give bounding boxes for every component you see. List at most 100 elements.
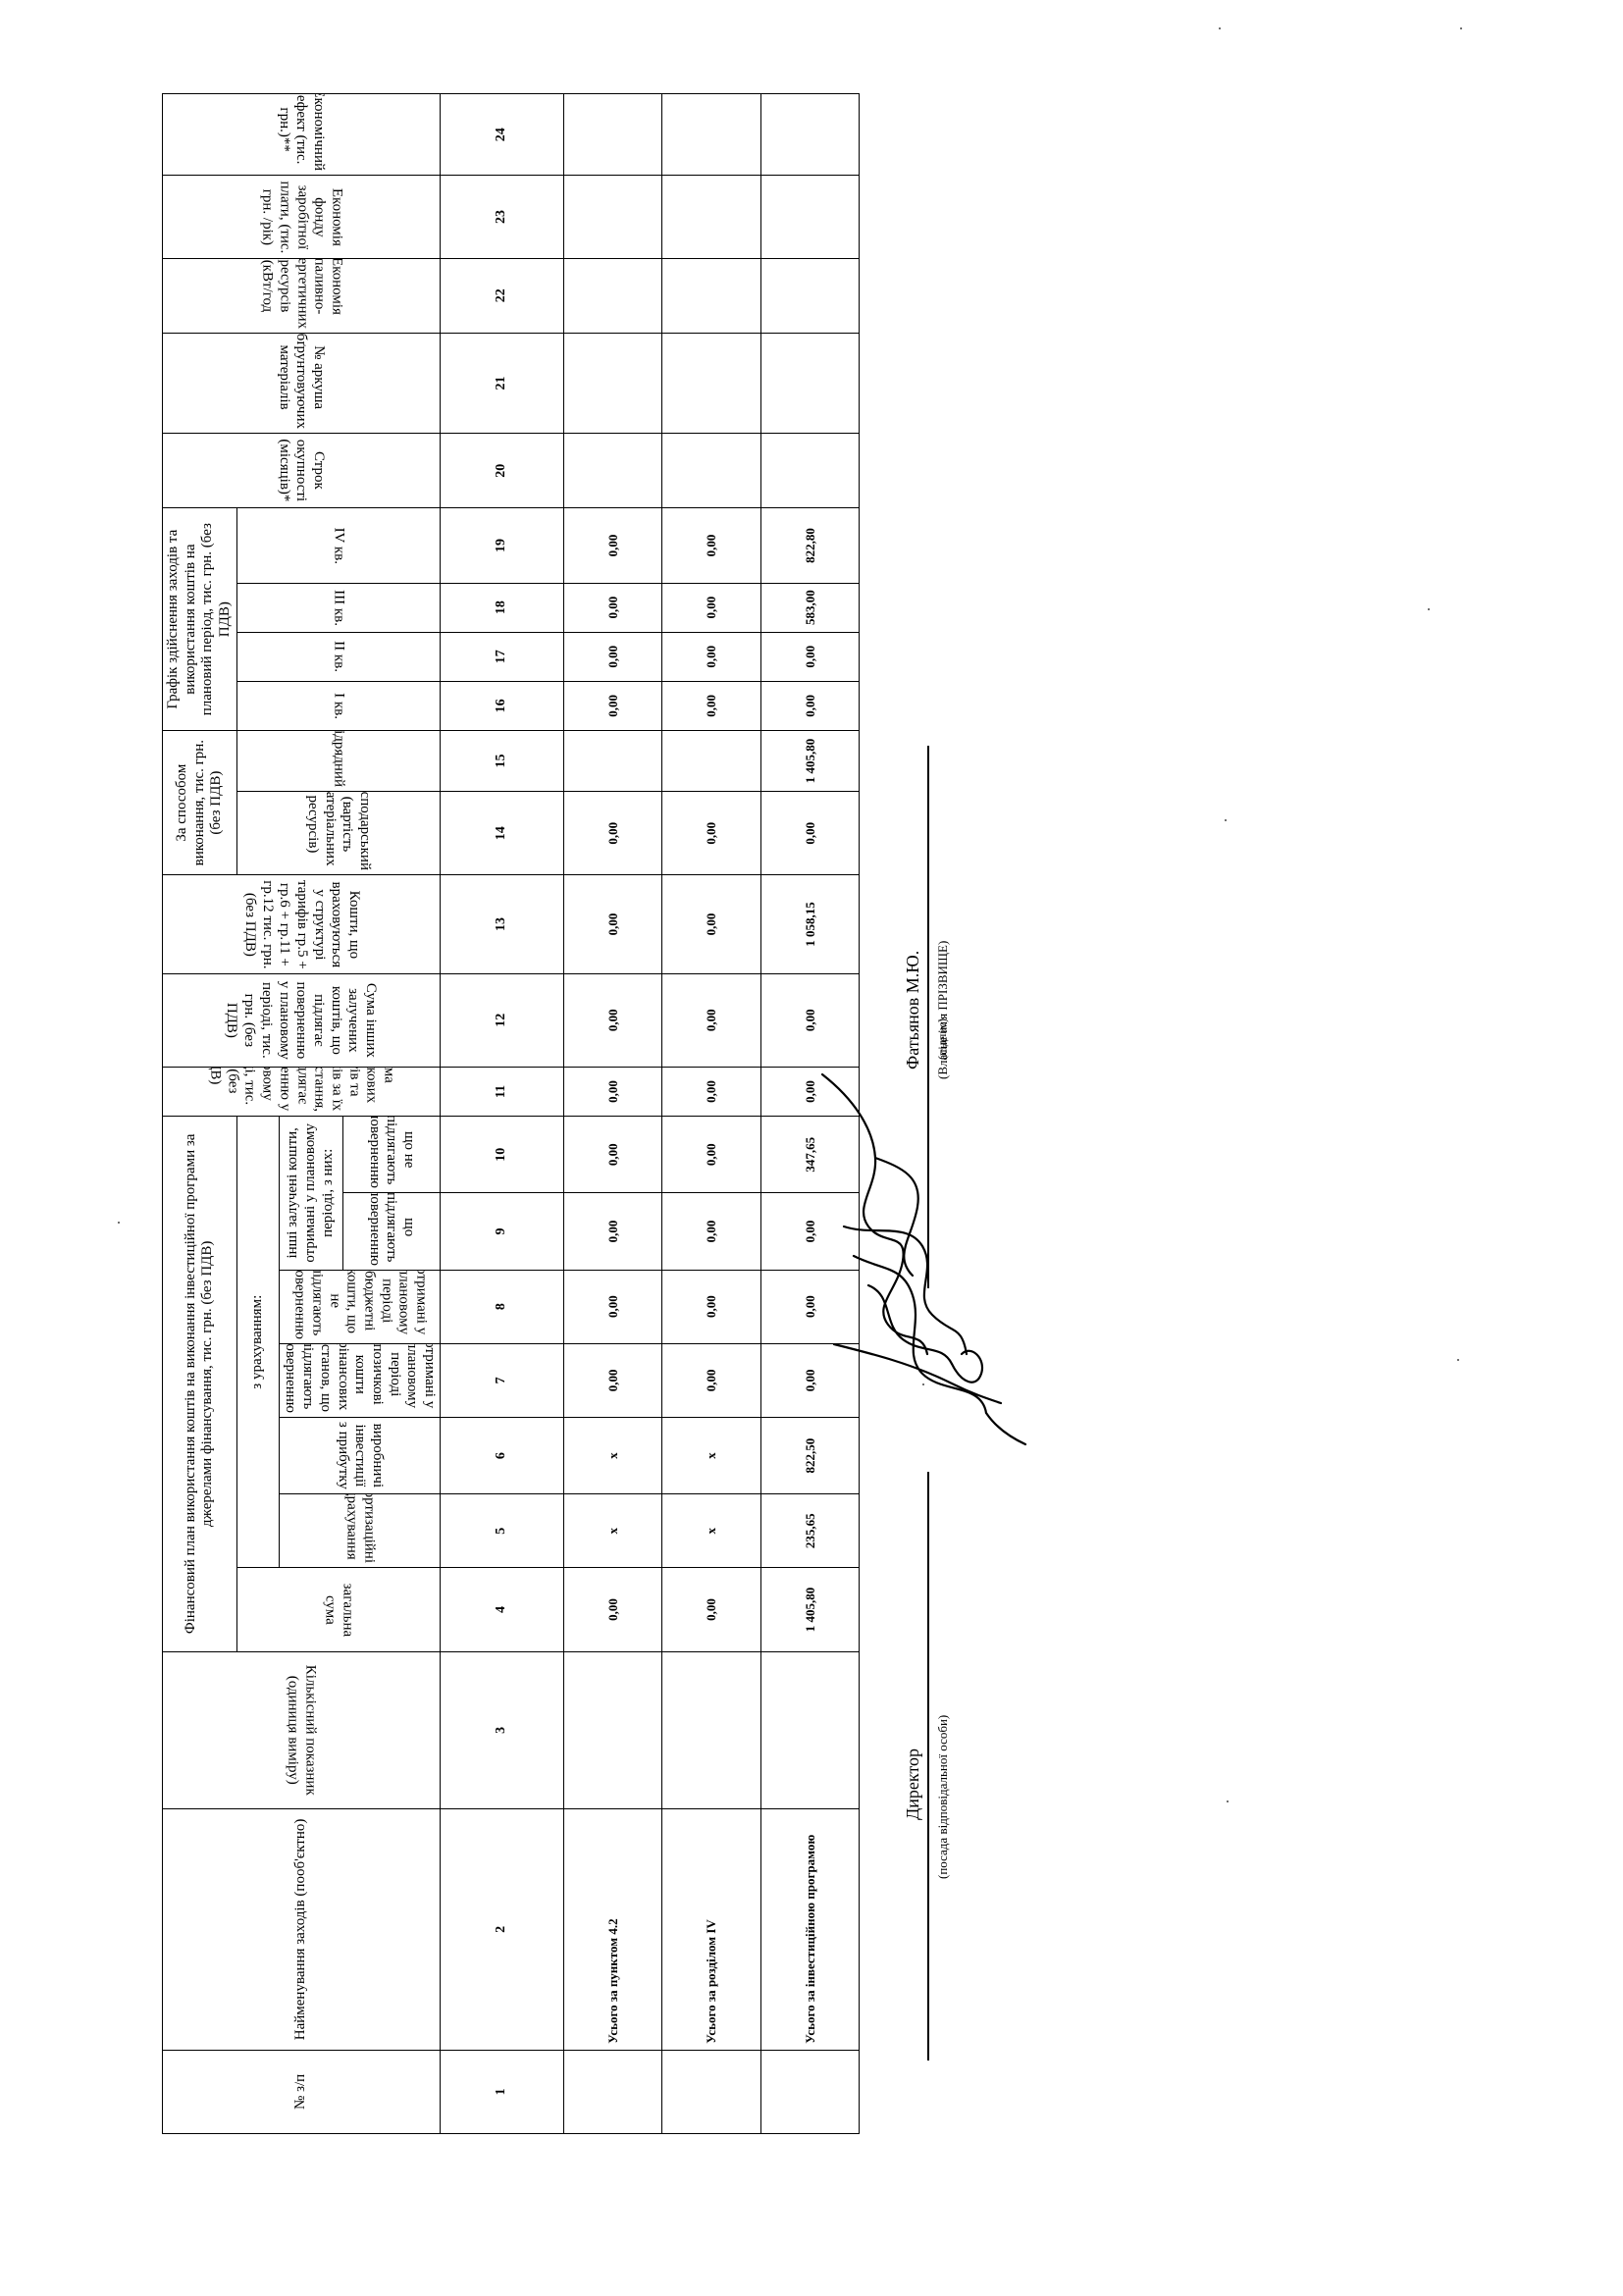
table-cell: 0,00: [661, 507, 761, 584]
column-number: 4: [440, 1567, 564, 1652]
header-loans: отримані у плановому періоді позичкові к…: [279, 1343, 441, 1418]
header-other-nonreturnable: що не підлягають поверненню: [342, 1116, 441, 1193]
table-cell: 0,00: [563, 791, 662, 875]
header-q4: IV кв.: [236, 507, 441, 584]
table-cell: 0,00: [760, 791, 860, 875]
table-cell: [760, 433, 860, 508]
table-cell: 1 405,80: [760, 1567, 860, 1652]
name-caption: (Власне ім'я ПРІЗВИЩЕ): [935, 940, 950, 1079]
header-total: загальна сума: [236, 1567, 441, 1652]
header-schedule: Графік здійснення заходів та використанн…: [162, 507, 237, 731]
header-q3: ІІІ кв.: [236, 583, 441, 633]
table-cell: 235,65: [760, 1493, 860, 1568]
header-economic-effect: Економічний ефект (тис. грн.)**: [162, 93, 441, 176]
table-cell: 0,00: [760, 973, 860, 1068]
column-number: 12: [440, 973, 564, 1068]
row-label: Усього за інвестиційною програмою: [760, 1808, 860, 2051]
scan-speck: [1460, 27, 1462, 29]
column-number: 23: [440, 175, 564, 259]
column-number: 14: [440, 791, 564, 875]
column-number: 6: [440, 1417, 564, 1494]
header-loan-sum: Сума позичкових коштів та відсотків за ї…: [162, 1067, 441, 1117]
table-cell: [661, 93, 761, 176]
row-quantity-cell: [563, 1651, 662, 1809]
table-cell: x: [563, 1493, 662, 1568]
table-cell: [661, 333, 761, 434]
table-cell: 822,80: [760, 507, 860, 584]
scan-speck: [1225, 819, 1227, 821]
column-number: 3: [440, 1651, 564, 1809]
scan-speck: [118, 1222, 120, 1224]
table-cell: 0,00: [661, 973, 761, 1068]
header-energy-saving: Економія паливно-енергетичних ресурсів (…: [162, 258, 441, 334]
table-cell: 0,00: [661, 874, 761, 974]
table-cell: 0,00: [563, 1270, 662, 1344]
table-cell: 0,00: [661, 632, 761, 682]
header-measure-name: Найменування заходів (пооб'єктно): [162, 1808, 441, 2051]
header-execution-method: За способом виконання, тис. грн. (без ПД…: [162, 730, 237, 875]
table-cell: 0,00: [563, 583, 662, 633]
column-number: 8: [440, 1270, 564, 1344]
table-cell: 0,00: [563, 1116, 662, 1193]
column-number: 10: [440, 1116, 564, 1193]
column-number: 17: [440, 632, 564, 682]
header-amortization: амортизаційні відрахування: [279, 1493, 441, 1568]
header-number: № з/п: [162, 2050, 441, 2134]
column-number: 9: [440, 1192, 564, 1271]
row-quantity-cell: [760, 1651, 860, 1809]
column-number: 16: [440, 681, 564, 731]
column-number: 1: [440, 2050, 564, 2134]
table-cell: [563, 333, 662, 434]
table-cell: 1 058,15: [760, 874, 860, 974]
column-number: 13: [440, 874, 564, 974]
table-cell: 1 405,80: [760, 730, 860, 792]
table-cell: [760, 258, 860, 334]
header-tariff: Кошти, що враховуються у структурі тариф…: [162, 874, 441, 974]
header-investments: виробничі інвестиції з прибутку: [279, 1417, 441, 1494]
table-cell: [563, 730, 662, 792]
row-label: Усього за розділом IV: [661, 1808, 761, 2051]
table-cell: 0,00: [661, 1192, 761, 1271]
header-other-funds: інші залучені кошти, отримані у плановом…: [279, 1116, 343, 1271]
table-cell: 0,00: [661, 1270, 761, 1344]
column-number: 11: [440, 1067, 564, 1117]
header-financial-plan: Фінансовий план використання коштів на в…: [162, 1116, 237, 1652]
position-label: Директор: [903, 1748, 922, 1820]
table-cell: 583,00: [760, 583, 860, 633]
table-cell: 0,00: [661, 1067, 761, 1117]
table-cell: [661, 175, 761, 259]
row-number-cell: [563, 2050, 662, 2134]
column-number: 18: [440, 583, 564, 633]
table-cell: 0,00: [563, 507, 662, 584]
header-q2: ІІ кв.: [236, 632, 441, 682]
scan-speck: [922, 1383, 924, 1385]
table-cell: 0,00: [563, 1567, 662, 1652]
scan-speck: [1219, 27, 1221, 29]
table-cell: 0,00: [661, 791, 761, 875]
table-cell: 0,00: [563, 973, 662, 1068]
table-cell: 0,00: [661, 681, 761, 731]
table-cell: 0,00: [563, 874, 662, 974]
table-cell: 0,00: [661, 583, 761, 633]
scan-speck: [1428, 608, 1430, 610]
handwritten-signature: [820, 1072, 1027, 1446]
column-number: 20: [440, 433, 564, 508]
column-number: 19: [440, 507, 564, 584]
position-underline: [927, 1472, 929, 2061]
row-number-cell: [760, 2050, 860, 2134]
row-label: Усього за пунктом 4.2: [563, 1808, 662, 2051]
table-cell: [760, 333, 860, 434]
row-number-cell: [661, 2050, 761, 2134]
scan-speck: [1457, 1359, 1459, 1361]
table-cell: [661, 258, 761, 334]
table-cell: 0,00: [563, 1192, 662, 1271]
column-number: 22: [440, 258, 564, 334]
header-other-returnable: що підлягають поверненню: [342, 1192, 441, 1271]
table-cell: [563, 258, 662, 334]
header-sheet-number: № аркуша обґрунтовуючих матеріалів: [162, 333, 441, 434]
header-other-sum: Сума інших залучених коштів, що підлягає…: [162, 973, 441, 1068]
column-number: 2: [440, 1808, 564, 2051]
header-payback: Строк окупності (місяців)*: [162, 433, 441, 508]
